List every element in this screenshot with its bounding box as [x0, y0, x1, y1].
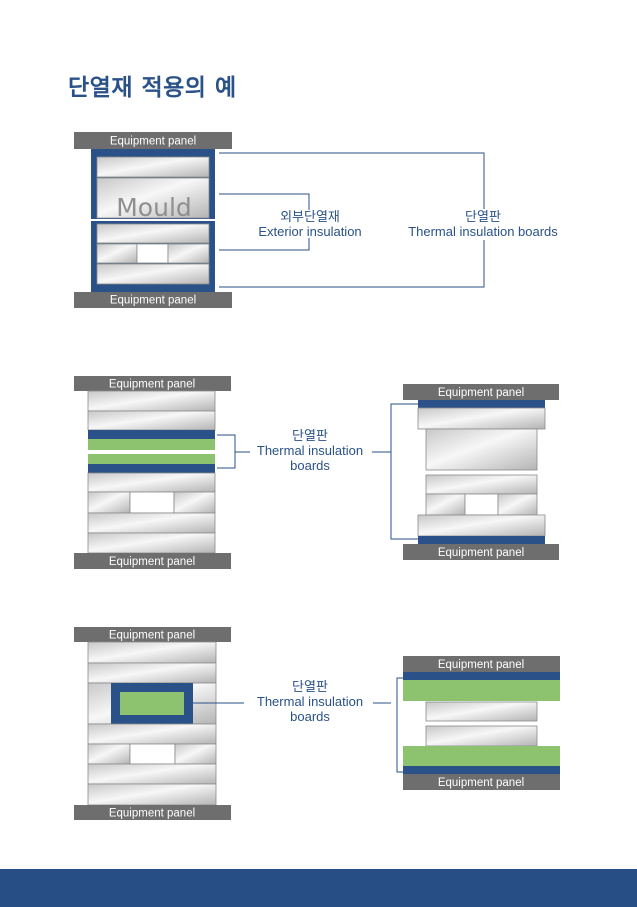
leader-line	[219, 240, 485, 288]
insulation-board	[403, 766, 560, 774]
insulation-board	[88, 430, 215, 439]
panel-label: Equipment panel	[109, 379, 195, 391]
mould-plate	[87, 641, 217, 664]
panel-bottom	[74, 553, 231, 569]
panel-top	[74, 376, 231, 391]
mould-plate	[417, 407, 546, 430]
panel-label: Equipment panel	[438, 547, 524, 559]
insulation-board	[418, 400, 545, 408]
insulation-board	[88, 464, 215, 473]
insulation-board-label-en-1: Thermal insulation	[257, 694, 363, 709]
ejector-block-left	[87, 743, 131, 765]
green-board	[88, 454, 215, 464]
mould-plate	[87, 783, 217, 806]
leader-line	[219, 193, 310, 210]
exterior-insulation-label-en: Exterior insulation	[258, 224, 361, 239]
insulation-board-label-en-2: boards	[290, 458, 330, 473]
ejector-gap	[129, 491, 175, 514]
panel-label: Equipment panel	[110, 295, 196, 307]
mould-label: Mould	[116, 193, 192, 222]
figure-embedded-board-left: Equipment panel Equipment panel	[74, 627, 244, 820]
panel-bottom	[403, 544, 559, 560]
figure-insulation-boards-right: Equipment panel Equipment panel	[390, 384, 559, 560]
ejector-block-left	[87, 491, 131, 514]
mould-plate	[96, 156, 210, 178]
mould-plate	[425, 725, 538, 747]
figure-exterior-insulation: Equipment panel Mould Equipment panel 외부…	[74, 132, 558, 308]
mould-block	[425, 428, 538, 471]
insulation-board	[403, 672, 560, 680]
insulation-board-label-en-2: boards	[290, 709, 330, 724]
figure-insulation-boards-left: Equipment panel Equipment panel	[74, 376, 250, 569]
insulation-board-label-kr: 단열판	[292, 679, 328, 694]
leader-bracket	[217, 434, 236, 469]
mould-block	[96, 177, 210, 219]
green-board	[403, 746, 560, 766]
exterior-insulation-label-kr: 외부단열재	[280, 209, 340, 224]
mould-plate	[87, 723, 217, 745]
ejector-block-left	[96, 243, 138, 264]
mould-plate	[87, 512, 216, 534]
mould-plate	[96, 223, 210, 244]
panel-label: Equipment panel	[438, 387, 524, 399]
ejector-block-right	[167, 243, 210, 264]
leader-bracket	[396, 677, 403, 773]
panel-bottom	[403, 774, 560, 790]
figure-green-boards-right: Equipment panel Equipment panel	[396, 656, 560, 790]
panel-top	[403, 656, 560, 672]
ejector-block-left	[425, 493, 466, 516]
insulation-board-label-kr: 단열판	[292, 428, 328, 443]
panel-label: Equipment panel	[109, 630, 195, 642]
panel-label: Equipment panel	[438, 659, 524, 671]
mould-plate	[87, 662, 217, 684]
green-board	[403, 680, 560, 701]
mould-plate	[417, 514, 546, 537]
ejector-gap	[129, 743, 176, 765]
mould-plate	[96, 263, 210, 285]
insulation-board	[418, 536, 545, 544]
panel-label: Equipment panel	[438, 777, 524, 789]
panel-top	[74, 132, 232, 149]
mould-plate	[87, 532, 216, 554]
ejector-block-right	[174, 743, 217, 765]
panel-label: Equipment panel	[110, 136, 196, 148]
page-title: 단열재 적용의 예	[68, 75, 237, 101]
panel-label: Equipment panel	[109, 556, 195, 568]
leader-bracket	[390, 403, 419, 540]
panel-bottom	[74, 805, 231, 820]
insulation-board-label-en: Thermal insulation boards	[408, 224, 558, 239]
insulation-board-label-kr: 단열판	[465, 209, 501, 224]
panel-bottom	[74, 292, 232, 308]
panel-top	[403, 384, 559, 400]
ejector-block-right	[173, 491, 216, 514]
green-board	[88, 439, 215, 450]
mould-plate	[425, 701, 538, 722]
mould-plate	[87, 410, 216, 431]
panel-top	[74, 627, 231, 642]
panel-label: Equipment panel	[109, 808, 195, 820]
green-board	[120, 692, 184, 715]
leader-line	[219, 152, 485, 209]
insulation-board-label-en-1: Thermal insulation	[257, 443, 363, 458]
mould-plate	[87, 390, 216, 412]
ejector-block-right	[497, 493, 538, 516]
mould-plate	[87, 472, 216, 493]
leader-line	[219, 238, 310, 251]
mould-plate	[87, 763, 217, 785]
ejector-gap	[136, 243, 169, 264]
footer-bar	[0, 869, 637, 907]
mould-plate	[425, 474, 538, 495]
ejector-gap	[464, 493, 499, 516]
